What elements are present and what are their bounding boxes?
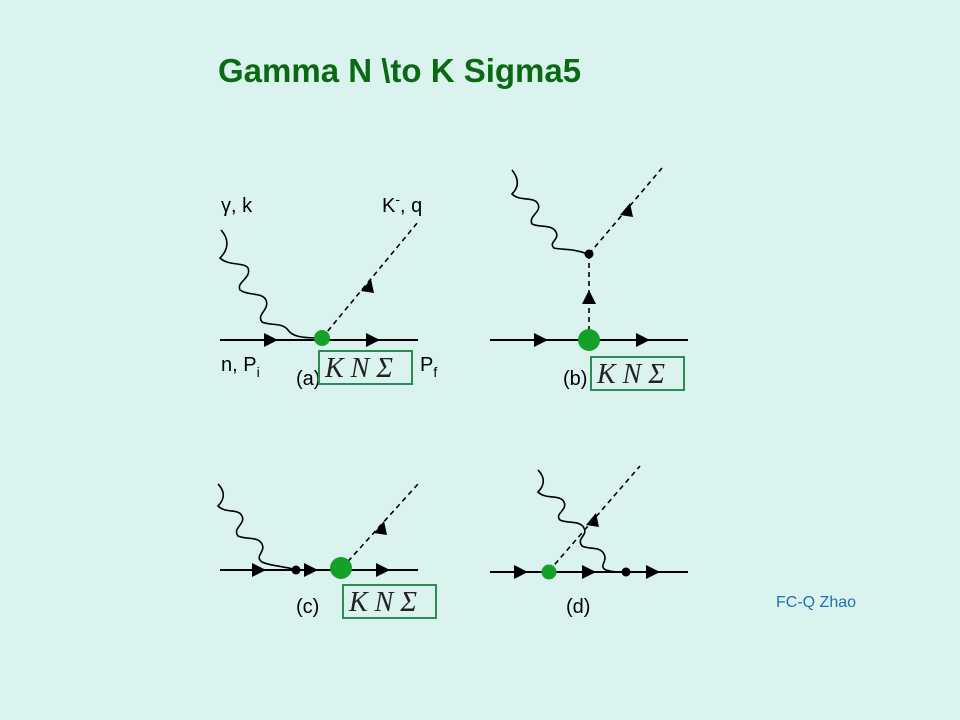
arrow <box>376 563 390 577</box>
vertex-dot <box>314 330 330 346</box>
diagram-a-label: (a) <box>296 368 320 390</box>
author-credit: FC-Q Zhao <box>776 594 857 611</box>
vertex-dot <box>621 567 631 577</box>
vertex-box-label: K N Σ <box>596 359 665 390</box>
diagram-d: (d) <box>490 465 688 618</box>
vertex-box-label: K N Σ <box>324 353 393 384</box>
vertex-dot <box>584 249 594 259</box>
diagram-b-label: (b) <box>563 368 587 390</box>
diagram-a: γ, k K-, q n, Pi Pf (a) K N Σ <box>218 191 437 390</box>
vertex-dot <box>291 565 301 575</box>
diagram-c: (c) K N Σ <box>216 483 437 619</box>
arrow <box>366 333 380 347</box>
vertex-box <box>342 584 437 619</box>
arrow <box>514 565 528 579</box>
arrow <box>582 290 596 304</box>
arrow <box>534 333 548 347</box>
photon-line <box>510 169 589 255</box>
arrow <box>374 521 387 535</box>
arrow <box>582 565 596 579</box>
diagram-c-label: (c) <box>296 596 319 618</box>
slide-title: Gamma N \to K Sigma5 <box>218 52 582 89</box>
vertex-box <box>590 356 685 391</box>
kaon-label: K-, q <box>382 191 422 217</box>
photon-line <box>216 483 297 571</box>
nucleon-in-label: n, Pi <box>221 354 260 380</box>
kaon-line <box>321 221 419 339</box>
vertex-dot <box>578 329 600 351</box>
arrow <box>361 279 374 293</box>
diagram-b: (b) K N Σ <box>490 167 688 391</box>
vertex-dot <box>541 564 557 580</box>
arrow <box>264 333 278 347</box>
vertex-dot <box>330 557 352 579</box>
arrow <box>636 333 650 347</box>
arrow <box>646 565 660 579</box>
photon-line <box>536 469 627 573</box>
vertex-box-label: K N Σ <box>348 587 417 618</box>
nucleon-out-label: Pf <box>420 354 437 380</box>
diagram-d-label: (d) <box>566 596 590 618</box>
arrow <box>304 563 318 577</box>
vertex-box <box>318 350 413 385</box>
photon-label: γ, k <box>221 195 253 217</box>
arrow <box>620 203 633 217</box>
arrow <box>252 563 266 577</box>
arrow <box>586 513 599 527</box>
photon-line <box>218 229 321 339</box>
